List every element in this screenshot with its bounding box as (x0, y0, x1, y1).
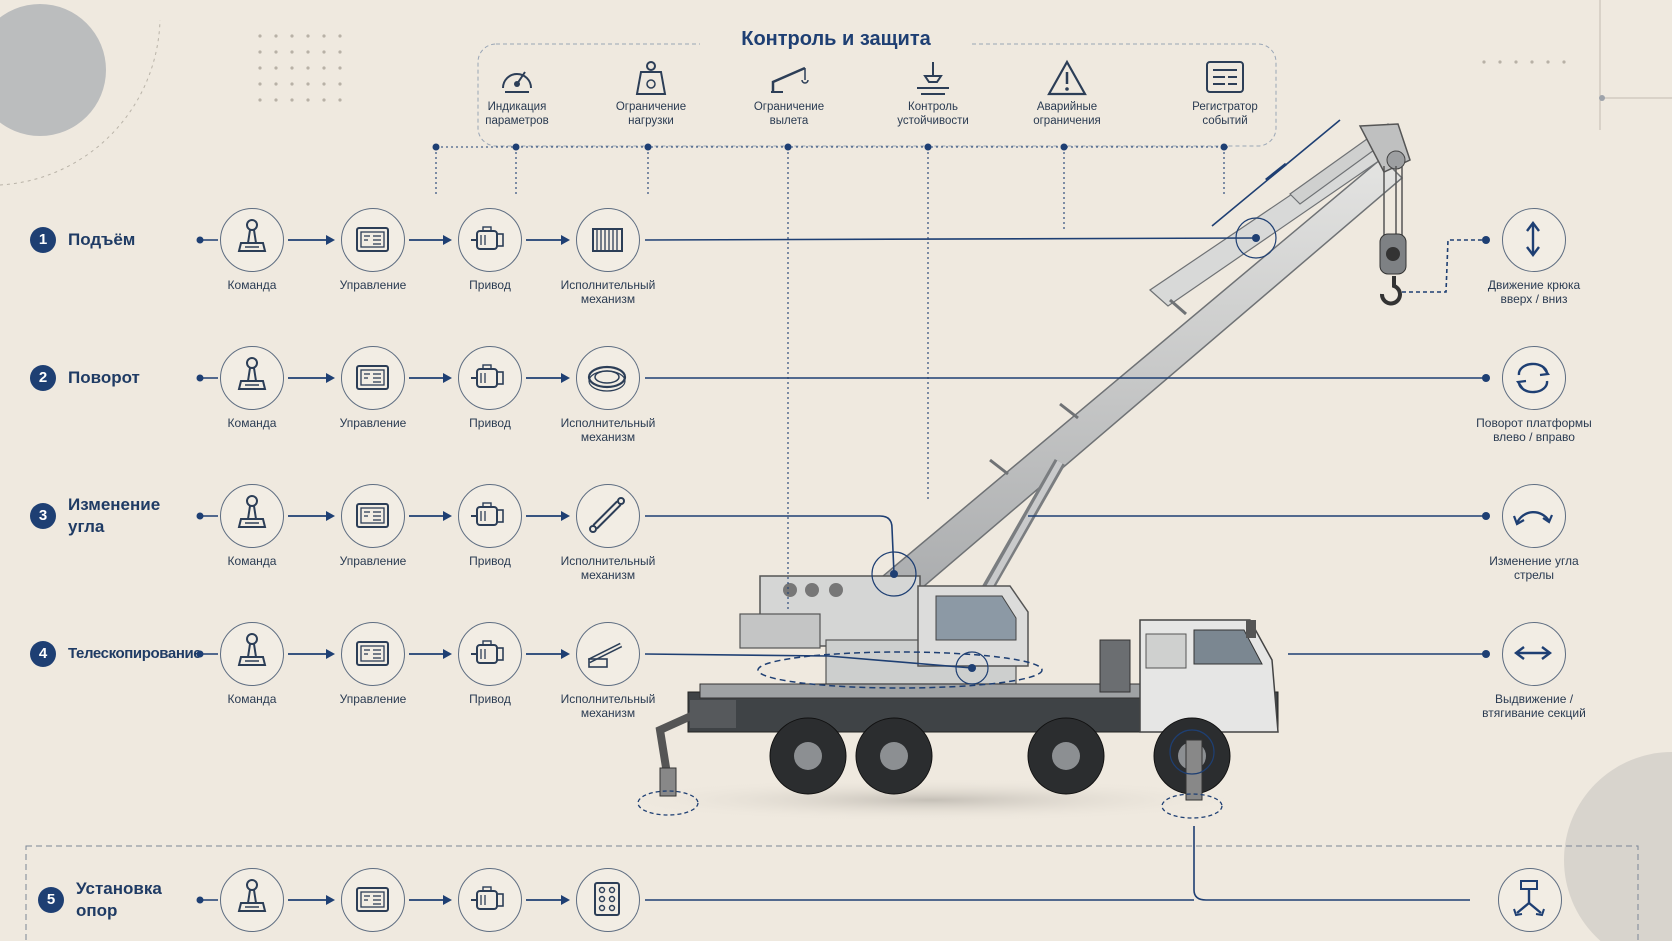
row-title: Поворот (68, 368, 140, 387)
step-label: Исполнительный механизм (560, 554, 656, 582)
superstructure (739, 575, 1029, 685)
outrigger-icon (1498, 868, 1562, 932)
slewing-ring-icon (576, 346, 640, 410)
weight-icon (629, 58, 673, 98)
row-number-badge: 4 (30, 641, 56, 667)
boom (850, 123, 1411, 623)
control-unit-icon (341, 346, 405, 410)
step-label: Исполнительный механизм (560, 278, 656, 306)
telescopic-boom-icon (576, 622, 640, 686)
control-unit-icon (341, 622, 405, 686)
control-item-label: Индикация параметров (485, 101, 549, 127)
arrow-left-right-icon (1502, 622, 1566, 686)
arrow-up-down-icon (1502, 208, 1566, 272)
step-label: Управление (339, 416, 407, 430)
control-unit-icon (341, 208, 405, 272)
row-number-badge: 5 (38, 887, 64, 913)
joystick-icon (220, 868, 284, 932)
valve-block-icon (576, 868, 640, 932)
step-label: Привод (469, 278, 511, 292)
row-number-badge: 1 (30, 227, 56, 253)
truck-chassis (655, 619, 1279, 801)
hydraulic-cylinder-icon (576, 484, 640, 548)
row-number-badge: 3 (30, 503, 56, 529)
control-unit-icon (341, 868, 405, 932)
step-label: Привод (469, 416, 511, 430)
motor-icon (458, 868, 522, 932)
control-title: Контроль и защита (700, 28, 972, 51)
step-label: Команда (227, 278, 277, 292)
joystick-icon (220, 484, 284, 548)
result-label: Изменение угла стрелы (1489, 554, 1579, 582)
row-title: Подъём (68, 230, 136, 249)
control-item-label: Контроль устойчивости (897, 101, 969, 127)
step-label: Управление (339, 554, 407, 568)
step-label: Команда (227, 692, 277, 706)
row-number-badge: 2 (30, 365, 56, 391)
row-title: Изменение угла (68, 495, 161, 536)
step-label: Управление (339, 278, 407, 292)
stability-icon (911, 58, 955, 98)
event-recorder-icon (1203, 58, 1247, 98)
winch-drum-icon (576, 208, 640, 272)
joystick-icon (220, 208, 284, 272)
warning-icon (1045, 58, 1089, 98)
result-label: Движение крюка вверх / вниз (1487, 278, 1581, 306)
joystick-icon (220, 346, 284, 410)
step-label: Команда (227, 416, 277, 430)
control-item-label: Аварийные ограничения (1033, 101, 1101, 127)
joystick-icon (220, 622, 284, 686)
motor-icon (458, 484, 522, 548)
row-title: Телескопирование (68, 645, 202, 662)
gauge-icon (495, 58, 539, 98)
result-label: Поворот платформы влево / вправо (1476, 416, 1592, 444)
crane-reach-icon (767, 58, 811, 98)
result-label: Выдвижение / втягивание секций (1482, 692, 1586, 720)
motor-icon (458, 622, 522, 686)
step-label: Привод (469, 692, 511, 706)
step-label: Исполнительный механизм (560, 692, 656, 720)
step-label: Привод (469, 554, 511, 568)
control-item-label: Ограничение вылета (753, 101, 825, 127)
control-unit-icon (341, 484, 405, 548)
hook-block (1379, 166, 1407, 306)
arc-arrow-icon (1502, 484, 1566, 548)
step-label: Управление (339, 692, 407, 706)
step-label: Исполнительный механизм (560, 416, 656, 444)
motor-icon (458, 208, 522, 272)
control-item-label: Регистратор событий (1192, 101, 1258, 127)
motor-icon (458, 346, 522, 410)
step-label: Команда (227, 554, 277, 568)
rotate-arrows-icon (1502, 346, 1566, 410)
row-title: Установка опор (76, 879, 162, 920)
control-item-label: Ограничение нагрузки (615, 101, 687, 127)
